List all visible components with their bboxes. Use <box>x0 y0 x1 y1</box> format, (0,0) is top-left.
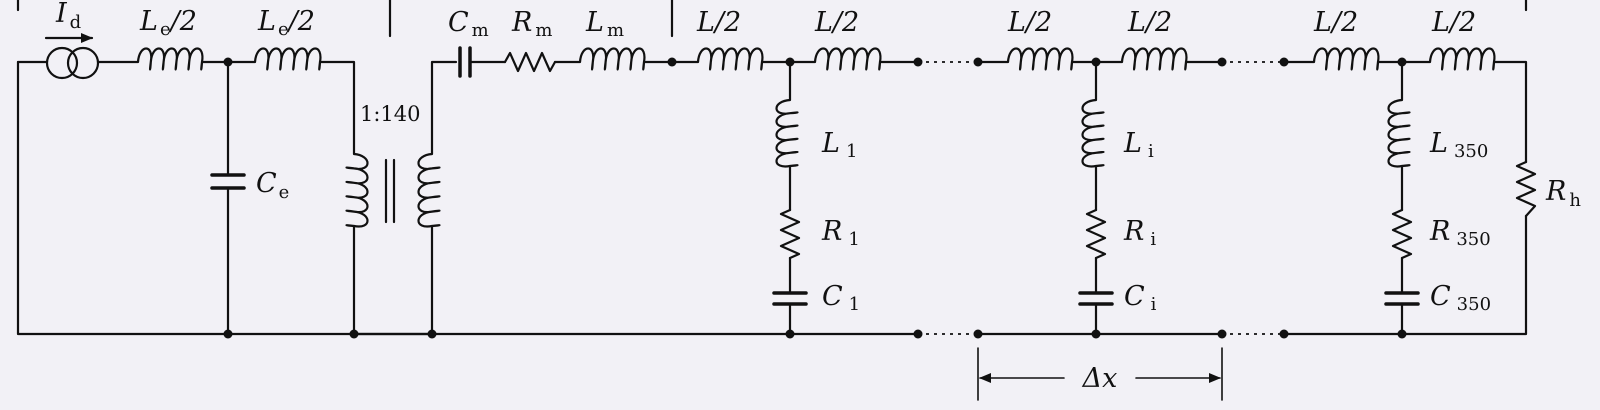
wire <box>318 60 356 156</box>
junction-dot <box>667 57 677 67</box>
junction-dot <box>913 329 923 339</box>
inductor-l-half-icon <box>1006 47 1074 71</box>
inductor-l-half-icon <box>813 47 882 71</box>
junction-dot <box>785 329 795 339</box>
junction-dot <box>1397 57 1407 67</box>
junction-dot <box>223 57 233 67</box>
inductor-lm-icon <box>578 47 646 71</box>
section-separators <box>16 0 1528 38</box>
resistor-rm-icon <box>503 51 557 73</box>
resistor-rh-icon <box>1515 160 1537 218</box>
current-source-icon <box>45 46 100 80</box>
secondary-coil-icon <box>417 152 441 228</box>
junction-dot <box>973 329 983 339</box>
wire <box>1492 60 1528 164</box>
dimension-delta-x: Δx <box>977 347 1223 401</box>
wire <box>1282 214 1528 336</box>
junction-dot <box>1217 57 1227 67</box>
junction-dot <box>973 57 983 67</box>
transformer-ratio: 1:140 <box>360 102 421 126</box>
junction-dot <box>913 57 923 67</box>
junction-dot <box>1279 57 1289 67</box>
junction-dot <box>1397 329 1407 339</box>
wire <box>352 224 434 336</box>
primary-coil-icon <box>345 152 369 228</box>
junction-dot <box>785 57 795 67</box>
half-inductor-label: L/2 <box>1313 7 1358 38</box>
junction-dot <box>1279 329 1289 339</box>
half-inductor-label: L/2 <box>814 7 859 38</box>
wire <box>16 60 230 336</box>
half-inductor-label: L/2 <box>1007 7 1052 38</box>
junction-dot <box>223 329 233 339</box>
inductor-li-icon <box>1081 98 1105 168</box>
inductor-l350-icon <box>1387 98 1411 168</box>
inductor-l-half-icon <box>1428 47 1496 71</box>
capacitor-ce-icon <box>210 173 246 190</box>
wire <box>430 60 458 156</box>
delta-x-label: Δx <box>1082 363 1118 394</box>
junction-dots <box>223 57 1407 339</box>
junction-dot <box>427 329 437 339</box>
inductor-l1-icon <box>775 98 799 168</box>
junction-dot <box>1091 57 1101 67</box>
junction-dot <box>1091 329 1101 339</box>
half-inductor-label: L/2 <box>1127 7 1172 38</box>
inductor-le-left-icon <box>136 47 204 71</box>
junction-dot <box>349 329 359 339</box>
capacitor-cm-icon <box>458 46 472 78</box>
half-inductor-label: L/2 <box>696 7 741 38</box>
resistor-r1-icon <box>779 208 801 260</box>
half-inductor-label: L/2 <box>1431 7 1476 38</box>
inductor-l-half-icon <box>1120 47 1188 71</box>
resistor-r350-icon <box>1391 208 1413 260</box>
inductor-le-right-icon <box>253 47 322 71</box>
junction-dot <box>1217 329 1227 339</box>
resistor-ri-icon <box>1085 208 1107 260</box>
inductor-l-half-icon <box>696 47 764 71</box>
transformer: 1:140 <box>345 60 458 336</box>
inductor-l-half-icon <box>1312 47 1380 71</box>
